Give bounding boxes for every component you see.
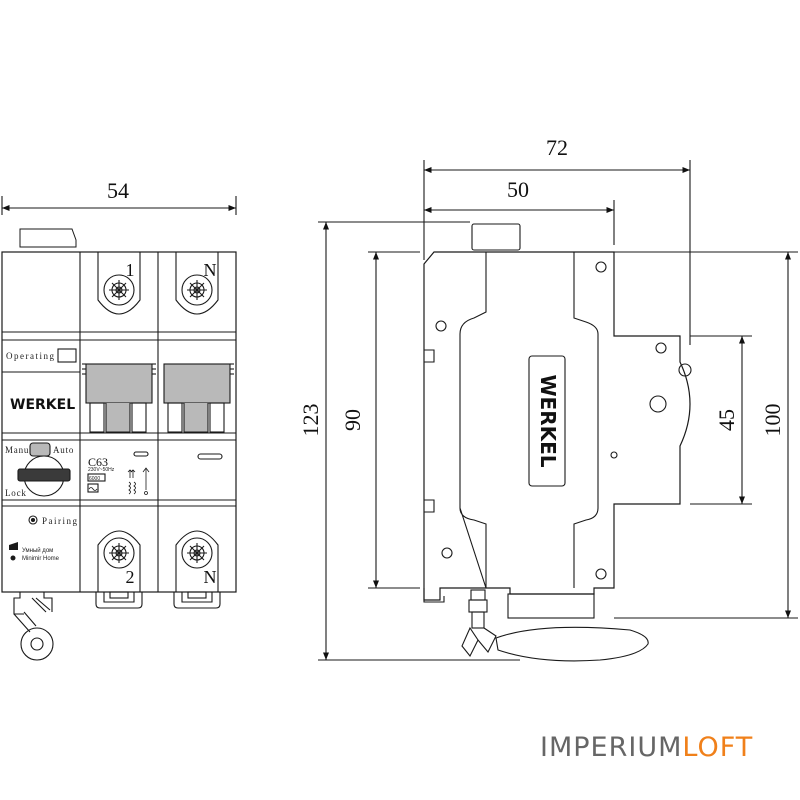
dimension-front-width <box>1 196 237 215</box>
watermark: IMPERIUMLOFT <box>540 732 753 763</box>
terminal-label-bottom-left: 2 <box>126 567 135 587</box>
pairing-button[interactable] <box>28 515 38 525</box>
rating-indicator <box>133 451 149 457</box>
side-brand: WERKEL <box>536 374 560 467</box>
dimension-side-depth-body <box>424 200 615 245</box>
side-labels: 72 50 123 90 45 100 WERKEL <box>298 135 785 468</box>
side-view <box>318 160 798 662</box>
curve-symbol-icon <box>87 483 99 493</box>
side-body-outline[interactable] <box>423 251 691 601</box>
rating-label: C63 <box>88 455 108 469</box>
smart-home-logo-icon <box>9 542 18 561</box>
auto-label: Auto <box>53 445 74 455</box>
dimension-overall-height <box>318 221 520 661</box>
switch-handle-right[interactable] <box>163 363 234 433</box>
dimension-side-height <box>614 251 798 619</box>
bottom-connector-block <box>507 593 595 619</box>
antenna-cable <box>461 589 497 658</box>
dimension-body-height <box>368 251 420 589</box>
operating-label: Operating <box>6 351 56 361</box>
din-clip-left <box>95 591 143 609</box>
side-inner-panel <box>459 252 599 589</box>
watermark-part2: LOFT <box>682 732 754 763</box>
smart-home-line1: Умный дом <box>22 547 53 554</box>
terminal-label-top-left: 1 <box>126 260 135 280</box>
capacity-box <box>87 473 106 482</box>
pairing-label: Pairing <box>42 516 79 526</box>
front-brand: WERKEL <box>10 397 75 413</box>
terminal-label-bottom-right: N <box>204 567 217 587</box>
capacity-label: 6000 <box>89 476 100 482</box>
depth-total-label: 72 <box>546 135 568 160</box>
depth-body-label: 50 <box>507 177 529 202</box>
antenna-icon <box>495 626 649 662</box>
manu-label: Manu <box>5 445 29 455</box>
lock-label: Lock <box>5 488 27 498</box>
switch-handle-left[interactable] <box>82 363 156 433</box>
bottom-rail-clip <box>423 588 445 603</box>
overall-height-label: 123 <box>298 404 323 437</box>
dimension-window-height <box>690 335 752 505</box>
side-top-knob <box>471 223 521 251</box>
side-height-label: 100 <box>760 404 785 437</box>
antenna-connector <box>13 592 54 661</box>
terminal-top-right <box>175 252 219 315</box>
mode-indicator <box>29 442 51 457</box>
body-height-label: 90 <box>340 409 365 431</box>
wiring-symbol-icon <box>127 467 150 495</box>
front-view <box>1 196 237 661</box>
terminal-bottom-right <box>175 530 219 592</box>
voltage-label: 230V~50Hz <box>88 467 115 473</box>
front-width-label: 54 <box>107 178 129 203</box>
terminal-label-top-right: N <box>204 260 217 280</box>
window-height-label: 45 <box>714 409 739 431</box>
side-screw-holes <box>435 261 692 580</box>
top-lever <box>19 228 77 248</box>
lock-knob-icon[interactable] <box>17 455 71 497</box>
operating-indicator <box>57 348 77 363</box>
din-clip-right <box>173 591 221 609</box>
side-brand-plate <box>528 355 566 487</box>
terminal-bottom-left <box>97 530 141 592</box>
status-indicator-right <box>197 453 223 460</box>
front-labels: 54 1 N 2 N Operating WERKEL Manu Auto Lo… <box>5 178 217 587</box>
terminal-top-left <box>97 252 141 315</box>
smart-home-line2: Minimir Home <box>22 556 60 562</box>
watermark-part1: IMPERIUM <box>540 732 683 763</box>
